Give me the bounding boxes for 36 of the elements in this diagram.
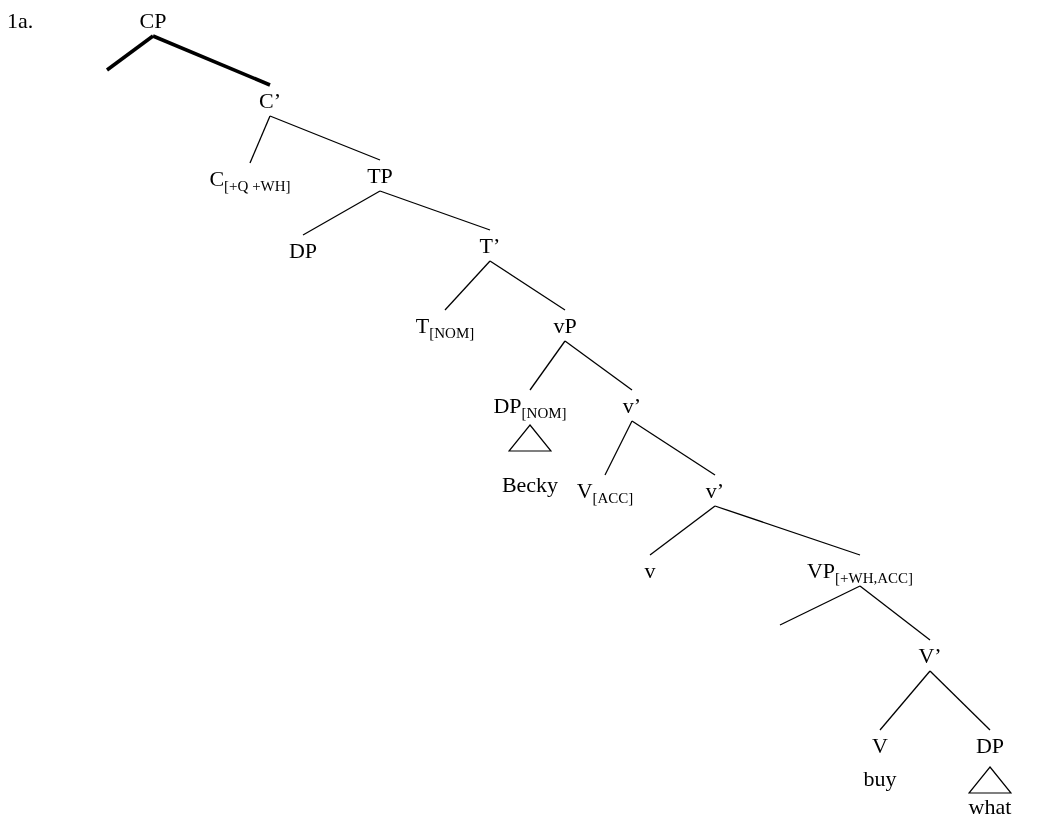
tree-label: v’ (705, 478, 725, 503)
branch-line (152, 34, 271, 87)
tree-label: vP (553, 313, 577, 338)
branch-line (859, 585, 931, 641)
tree-label: DP (975, 733, 1005, 758)
tree-label: Becky (501, 472, 559, 497)
branch-line (249, 115, 271, 164)
example-number: 1a. (7, 8, 34, 33)
branch-line (631, 420, 716, 476)
branch-line (779, 585, 861, 626)
triangle-symbol (968, 766, 1012, 794)
tree-label: DP (288, 238, 318, 263)
tree-label: buy (863, 766, 897, 791)
tree-label: V (872, 733, 888, 758)
tree-label: CP (139, 8, 167, 33)
tree-label: T’ (479, 233, 501, 258)
tree-label: what (968, 794, 1012, 819)
tree-label: V’ (918, 643, 942, 668)
branch-line (379, 190, 491, 231)
branch-line (564, 340, 633, 391)
branch-line (444, 260, 491, 311)
branch-line (714, 505, 861, 556)
tree-label: TP (367, 163, 393, 188)
triangle-symbol (508, 424, 552, 452)
branch-line (269, 115, 381, 161)
tree-label: v (644, 558, 656, 583)
branch-line (879, 670, 931, 731)
branch-line (649, 505, 716, 556)
branch-line (929, 670, 991, 731)
branch-line (489, 260, 566, 311)
branch-line (302, 190, 381, 236)
branch-line (604, 420, 633, 476)
tree-label: v’ (622, 393, 642, 418)
branch-line (105, 34, 155, 72)
branch-line (529, 340, 566, 391)
tree-label: C’ (259, 88, 281, 113)
